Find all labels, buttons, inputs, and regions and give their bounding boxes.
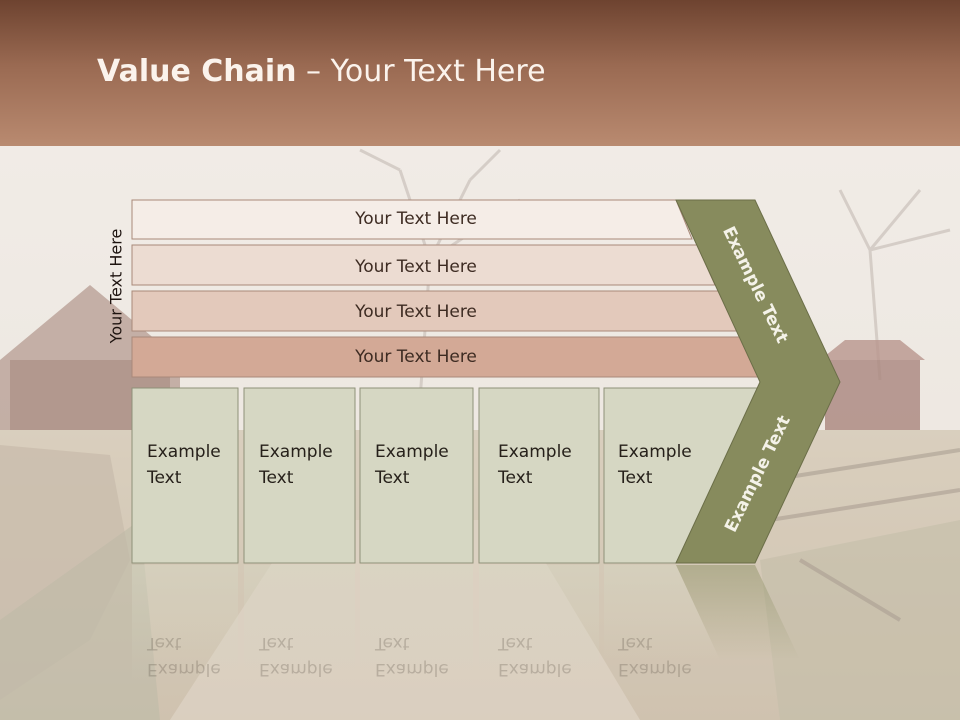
title-bar xyxy=(0,0,960,146)
bar-label-3: Your Text Here xyxy=(355,302,477,322)
bar-label-2: Your Text Here xyxy=(355,257,477,277)
value-bar-1 xyxy=(131,199,693,240)
side-label: Your Text Here xyxy=(106,228,126,344)
example-box-3 xyxy=(359,387,474,564)
example-box-2 xyxy=(243,387,356,564)
chevron-arrow xyxy=(675,199,841,564)
example-box-1 xyxy=(131,387,239,564)
slide-title: Value Chain – Your Text Here xyxy=(97,54,546,89)
bar-label-1: Your Text Here xyxy=(355,209,477,229)
bar-label-4: Your Text Here xyxy=(355,347,477,367)
example-box-4 xyxy=(478,387,600,564)
